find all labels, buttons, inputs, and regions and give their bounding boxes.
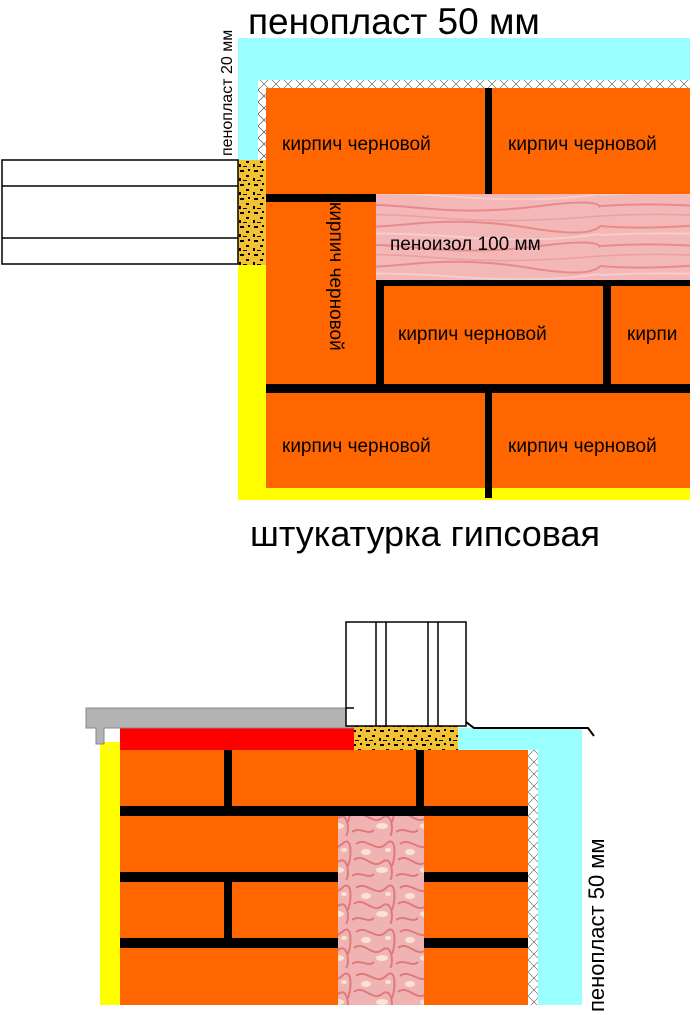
top-mortar-joints: [266, 88, 690, 498]
top-foam-50-label: пенопласт 50 мм: [248, 1, 540, 42]
top-foam-50-layer: [238, 38, 690, 80]
bottom-mortar-joints: [120, 750, 528, 948]
bottom-detail: [85, 621, 595, 1005]
brick-label-vertical: кирпич черновой: [325, 202, 346, 351]
bottom-penoizol-block: [338, 816, 424, 1005]
top-detail: [238, 38, 690, 500]
brick-label-2: кирпич черновой: [508, 134, 657, 155]
brick-label-5: кирпич черновой: [508, 436, 657, 457]
top-penoizol-block: [376, 194, 690, 280]
bottom-mesh-layer: [528, 750, 538, 1005]
top-sealant-strip: [238, 160, 266, 265]
bottom-plaster-layer: [100, 742, 120, 1005]
brick-label-1: кирпич черновой: [282, 134, 431, 155]
bottom-foam-50-label: пенопласт 50 мм: [584, 838, 609, 1012]
bottom-foam-50-layer: [538, 728, 582, 1005]
plaster-label: штукатурка гипсовая: [250, 513, 600, 554]
brick-label-partial: кирпи: [627, 324, 677, 345]
bottom-red-sill: [120, 728, 354, 750]
brick-label-4: кирпич черновой: [282, 436, 431, 457]
top-foam-20-layer: [238, 38, 258, 160]
top-foam-20-label: пенопласт 20 мм: [219, 30, 236, 156]
bottom-sealant-strip: [354, 726, 458, 750]
brick-label-3: кирпич черновой: [398, 324, 547, 345]
bottom-window-frame: [345, 621, 467, 727]
penoizol-label: пеноизол 100 мм: [390, 234, 541, 255]
top-brick-area: [266, 88, 690, 488]
top-plaster-layer: [238, 265, 266, 500]
top-window-frame: [1, 159, 239, 265]
